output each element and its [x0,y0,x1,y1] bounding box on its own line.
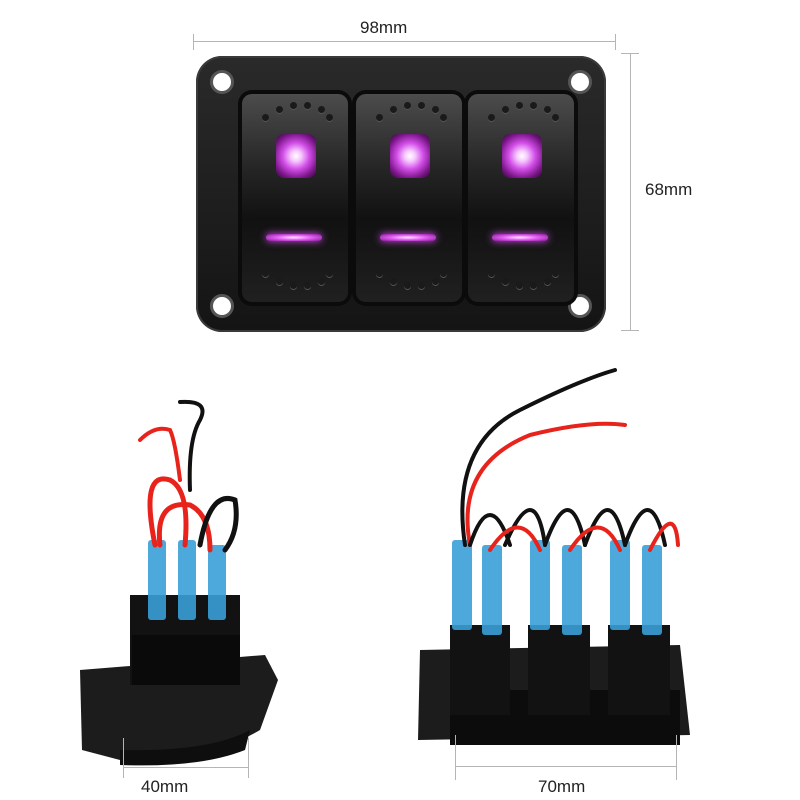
switch-panel-side-view [80,399,278,766]
switch-panel-front [196,56,606,332]
led-lens-icon [276,134,316,178]
rocker-switch-3 [468,94,574,302]
base-width-label: 70mm [538,777,586,796]
height-label: 68mm [645,180,693,199]
width-label: 98mm [360,18,408,37]
height-dimension-line [630,53,631,330]
led-indicator-bar [492,234,548,241]
mounting-hole-top-left [210,70,234,94]
base-width-dimension-tick-left [455,735,456,780]
led-indicator-bar [380,234,436,241]
mounting-hole-bottom-right [568,294,592,318]
depth-label: 40mm [141,777,189,796]
base-width-dimension-line [455,766,677,767]
rocker-switch-1 [242,94,348,302]
led-lens-icon [390,134,430,178]
depth-dimension-tick-right [248,738,249,778]
switch-panel-rear-view [418,368,690,745]
mounting-hole-bottom-left [210,294,234,318]
rocker-switch-2 [356,94,462,302]
base-width-dimension-tick-right [676,735,677,780]
depth-dimension-tick-left [123,738,124,778]
led-lens-icon [502,134,542,178]
led-indicator-bar [266,234,322,241]
width-dimension-line [193,41,616,42]
depth-dimension-line [123,767,249,768]
mounting-hole-top-right [568,70,592,94]
width-dimension-tick-left [193,34,194,50]
height-dimension-tick-top [621,53,639,54]
width-dimension-tick-right [615,34,616,50]
height-dimension-tick-bottom [621,330,639,331]
